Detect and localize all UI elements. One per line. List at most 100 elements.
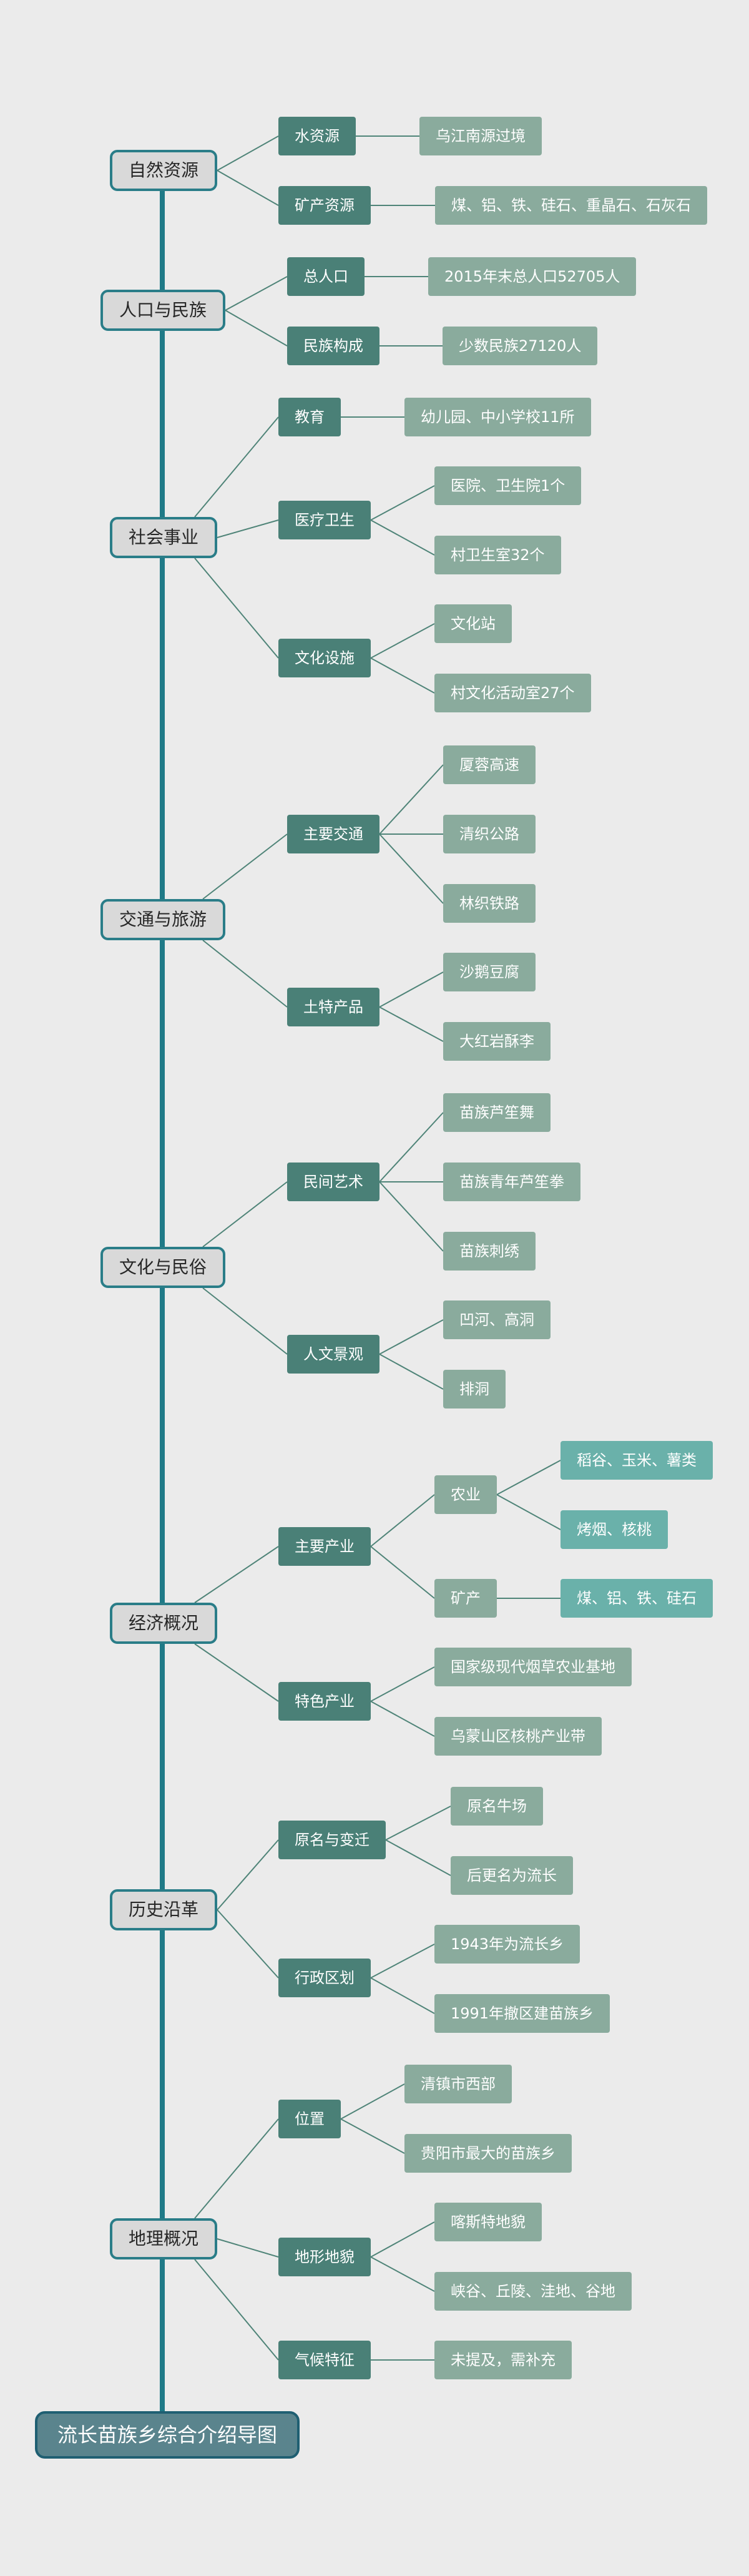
leaf-node[interactable]: 矿产 bbox=[434, 1579, 497, 1618]
root-node[interactable]: 流长苗族乡综合介绍导图 bbox=[35, 2411, 300, 2459]
leaf-node[interactable]: 农业 bbox=[434, 1475, 497, 1514]
connector-line bbox=[194, 2118, 279, 2219]
connector-line bbox=[370, 2221, 435, 2258]
leaf-node[interactable]: 厦蓉高速 bbox=[443, 745, 536, 784]
connector-line bbox=[385, 1839, 451, 1876]
branch-node[interactable]: 民间艺术 bbox=[287, 1163, 379, 1201]
leaf-node[interactable]: 沙鹅豆腐 bbox=[443, 953, 536, 991]
connector-line bbox=[496, 1494, 561, 1530]
branch-node[interactable]: 民族构成 bbox=[287, 327, 379, 365]
category-node[interactable]: 历史沿革 bbox=[110, 1889, 218, 1930]
branch-node[interactable]: 总人口 bbox=[287, 257, 365, 296]
connector-line bbox=[202, 1181, 288, 1247]
connector-line bbox=[379, 971, 444, 1008]
branch-node[interactable]: 主要交通 bbox=[287, 815, 379, 853]
connector-line bbox=[194, 1643, 279, 1702]
connector-line bbox=[225, 310, 288, 347]
leaf-node[interactable]: 喀斯特地貌 bbox=[434, 2203, 542, 2241]
category-node[interactable]: 文化与民俗 bbox=[100, 1247, 226, 1288]
leaf-node[interactable]: 少数民族27120人 bbox=[443, 327, 598, 365]
connector-line bbox=[370, 1701, 435, 1737]
connector-line bbox=[370, 1546, 435, 1599]
branch-node[interactable]: 气候特征 bbox=[278, 2341, 371, 2379]
connector-line bbox=[194, 416, 279, 518]
branch-node[interactable]: 矿产资源 bbox=[278, 186, 371, 225]
branch-node[interactable]: 水资源 bbox=[278, 117, 356, 155]
category-node[interactable]: 社会事业 bbox=[110, 517, 218, 558]
leaf-node[interactable]: 乌江南源过境 bbox=[419, 117, 542, 155]
branch-node[interactable]: 人文景观 bbox=[287, 1335, 379, 1374]
category-node[interactable]: 经济概况 bbox=[110, 1603, 218, 1644]
branch-node[interactable]: 特色产业 bbox=[278, 1682, 371, 1721]
leaf-node[interactable]: 原名牛场 bbox=[451, 1787, 543, 1826]
leaf-node[interactable]: 贵阳市最大的苗族乡 bbox=[404, 2134, 572, 2173]
connector-line bbox=[379, 1181, 444, 1252]
connector-line bbox=[370, 1977, 435, 2014]
deep-leaf-node[interactable]: 煤、铝、铁、硅石 bbox=[561, 1579, 713, 1618]
connector-line bbox=[217, 1909, 279, 1979]
leaf-node[interactable]: 村卫生室32个 bbox=[434, 536, 561, 574]
connector-line bbox=[340, 2083, 405, 2120]
leaf-node[interactable]: 医院、卫生院1个 bbox=[434, 466, 582, 505]
connector-line bbox=[379, 1319, 444, 1355]
connector-line bbox=[194, 1546, 279, 1603]
leaf-node[interactable]: 乌蒙山区核桃产业带 bbox=[434, 1717, 602, 1756]
deep-leaf-node[interactable]: 烤烟、核桃 bbox=[561, 1510, 668, 1549]
leaf-node[interactable]: 未提及，需补充 bbox=[434, 2341, 572, 2379]
connector-line bbox=[496, 1460, 561, 1495]
connector-line bbox=[379, 833, 444, 904]
connector-line bbox=[194, 2259, 279, 2361]
branch-node[interactable]: 地形地貌 bbox=[278, 2238, 371, 2276]
category-node[interactable]: 自然资源 bbox=[110, 150, 218, 191]
deep-leaf-node[interactable]: 稻谷、玉米、薯类 bbox=[561, 1441, 713, 1480]
leaf-node[interactable]: 清镇市西部 bbox=[404, 2065, 512, 2103]
branch-node[interactable]: 位置 bbox=[278, 2100, 341, 2138]
leaf-node[interactable]: 幼儿园、中小学校11所 bbox=[404, 398, 591, 436]
branch-node[interactable]: 行政区划 bbox=[278, 1959, 371, 1997]
branch-node[interactable]: 主要产业 bbox=[278, 1527, 371, 1566]
leaf-node[interactable]: 凹河、高洞 bbox=[443, 1300, 551, 1339]
connector-line bbox=[202, 833, 288, 900]
leaf-node[interactable]: 2015年末总人口52705人 bbox=[428, 257, 637, 296]
leaf-node[interactable]: 清织公路 bbox=[443, 815, 536, 853]
branch-node[interactable]: 医疗卫生 bbox=[278, 501, 371, 539]
branch-node[interactable]: 文化设施 bbox=[278, 639, 371, 677]
connector-line bbox=[217, 2238, 279, 2258]
leaf-node[interactable]: 苗族青年芦笙拳 bbox=[443, 1163, 580, 1201]
branch-node[interactable]: 教育 bbox=[278, 398, 341, 436]
leaf-node[interactable]: 1991年撤区建苗族乡 bbox=[434, 1994, 610, 2033]
connector-line bbox=[370, 1944, 435, 1979]
leaf-node[interactable]: 苗族刺绣 bbox=[443, 1232, 536, 1271]
connector-line bbox=[379, 1112, 444, 1182]
leaf-node[interactable]: 大红岩酥李 bbox=[443, 1022, 551, 1061]
leaf-node[interactable]: 文化站 bbox=[434, 604, 512, 643]
leaf-node[interactable]: 后更名为流长 bbox=[451, 1856, 573, 1895]
category-node[interactable]: 地理概况 bbox=[110, 2218, 218, 2259]
leaf-node[interactable]: 排洞 bbox=[443, 1370, 506, 1408]
category-node[interactable]: 交通与旅游 bbox=[100, 899, 226, 940]
leaf-node[interactable]: 国家级现代烟草农业基地 bbox=[434, 1648, 632, 1686]
connector-line bbox=[385, 1806, 451, 1841]
connector-line bbox=[370, 519, 435, 556]
connector-line bbox=[217, 1839, 279, 1910]
leaf-node[interactable]: 林织铁路 bbox=[443, 884, 536, 923]
connector-line bbox=[370, 1494, 435, 1547]
leaf-node[interactable]: 1943年为流长乡 bbox=[434, 1925, 580, 1964]
connector-line bbox=[217, 519, 279, 538]
connector-line bbox=[217, 135, 279, 171]
leaf-node[interactable]: 峡谷、丘陵、洼地、谷地 bbox=[434, 2272, 632, 2311]
connector-line bbox=[217, 170, 279, 206]
branch-node[interactable]: 原名与变迁 bbox=[278, 1821, 386, 1859]
leaf-node[interactable]: 村文化活动室27个 bbox=[434, 674, 591, 712]
category-node[interactable]: 人口与民族 bbox=[100, 290, 226, 331]
connector-line bbox=[370, 623, 435, 659]
branch-node[interactable]: 土特产品 bbox=[287, 988, 379, 1026]
leaf-node[interactable]: 苗族芦笙舞 bbox=[443, 1093, 551, 1132]
connector-line bbox=[194, 558, 279, 659]
leaf-node[interactable]: 煤、铝、铁、硅石、重晶石、石灰石 bbox=[435, 186, 707, 225]
connector-line bbox=[379, 1354, 444, 1390]
connector-line bbox=[340, 2118, 405, 2154]
connector-line bbox=[370, 657, 435, 694]
